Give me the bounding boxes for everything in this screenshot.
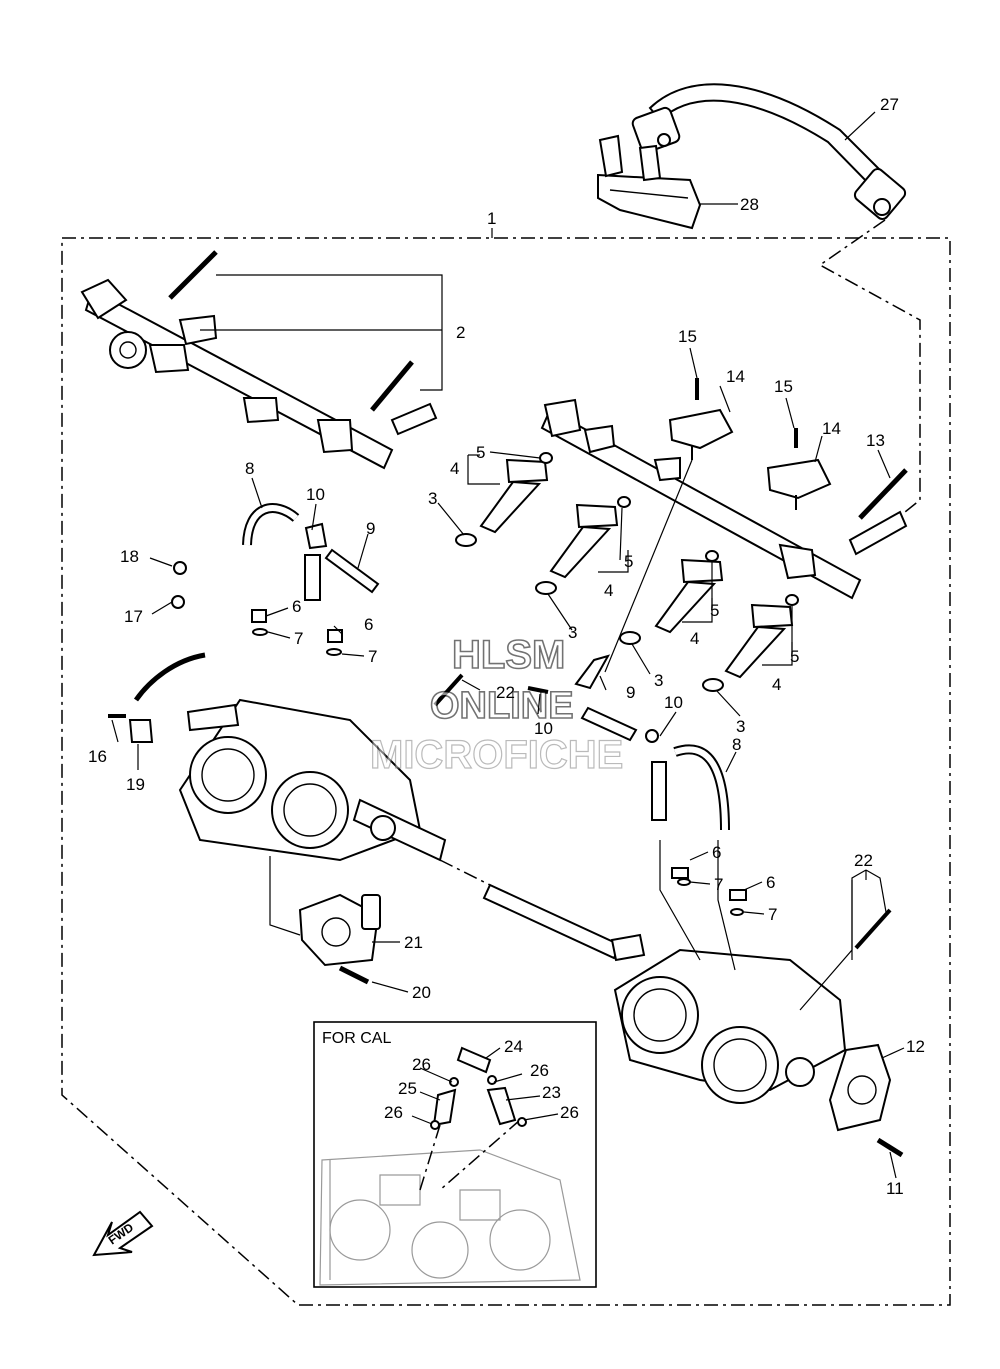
callout-7: 7 [714,875,723,894]
watermark-line1: HLSM [452,633,565,677]
pressure-sensors [604,378,908,673]
fuel-hose [631,83,921,541]
callout-24: 24 [504,1037,523,1056]
callout-labels: 1 2 3 3 3 3 4 4 4 4 5 5 5 5 6 6 6 6 7 7 … [88,95,925,1198]
hose-clip [597,134,702,230]
for-cal-inset: FOR CAL [313,1021,597,1288]
callout-6: 6 [766,873,775,892]
callout-23: 23 [542,1083,561,1102]
callout-10: 10 [664,693,683,712]
callout-6: 6 [292,597,301,616]
callout-8: 8 [732,735,741,754]
callout-5: 5 [790,647,799,666]
callout-26: 26 [384,1103,403,1122]
callout-21: 21 [404,933,423,952]
callout-6: 6 [364,615,373,634]
assembly-boundary [61,237,951,1306]
rail-bolts [168,250,443,412]
callout-3: 3 [428,489,437,508]
throttle-body-lower [610,867,847,1104]
callout-13: 13 [866,431,885,450]
callout-27: 27 [880,95,899,114]
linkage-shaft [439,859,622,960]
callout-15: 15 [774,377,793,396]
callout-9: 9 [366,519,375,538]
callout-18: 18 [120,547,139,566]
callout-25: 25 [398,1079,417,1098]
callout-20: 20 [412,983,431,1002]
inset-title: FOR CAL [322,1030,391,1047]
callout-22: 22 [854,851,873,870]
callout-5: 5 [710,601,719,620]
callout-7: 7 [294,629,303,648]
callout-14: 14 [726,367,745,386]
tps-sensor-right [433,673,904,1158]
callout-28: 28 [740,195,759,214]
callout-14: 14 [822,419,841,438]
callout-8: 8 [245,459,254,478]
callout-leaders [111,111,905,1179]
watermark-line3: MICROFICHE [370,733,623,777]
callout-1: 1 [487,209,496,228]
callout-5: 5 [476,443,485,462]
callout-10: 10 [534,719,553,738]
callout-2: 2 [456,323,465,342]
callout-3: 3 [736,717,745,736]
callout-26: 26 [412,1055,431,1074]
callout-4: 4 [772,675,781,694]
callout-6: 6 [712,843,721,862]
callout-3: 3 [568,623,577,642]
callout-26: 26 [560,1103,579,1122]
injector-group [455,452,799,692]
callout-16: 16 [88,747,107,766]
fuel-rail-right [540,398,908,600]
callout-4: 4 [604,581,613,600]
callout-11: 11 [886,1179,904,1198]
watermark-line2: ONLINE [430,685,574,727]
callout-12: 12 [906,1037,925,1056]
callout-17: 17 [124,607,143,626]
callout-9: 9 [626,683,635,702]
callout-19: 19 [126,775,145,794]
fwd-arrow-icon: FWD [92,1210,154,1257]
callout-4: 4 [690,629,699,648]
callout-15: 15 [678,327,697,346]
vacuum-hoses-upper [171,503,380,656]
callout-7: 7 [768,905,777,924]
callout-3: 3 [654,671,663,690]
callout-26: 26 [530,1061,549,1080]
callout-22: 22 [496,683,515,702]
tps-sensor-left [269,856,381,985]
callout-7: 7 [368,647,377,666]
vacuum-hoses-lower [574,654,736,971]
callout-10: 10 [306,485,325,504]
callout-4: 4 [450,459,459,478]
fuel-rail-left [80,278,438,470]
watermark: HLSM ONLINE MICROFICHE [369,632,624,777]
callout-5: 5 [624,552,633,571]
